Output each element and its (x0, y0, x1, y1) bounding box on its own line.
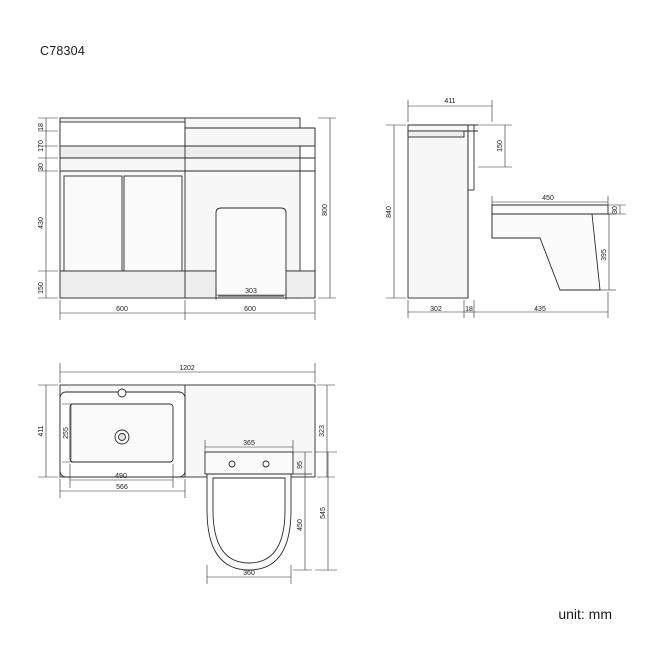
side-counter-band (407, 130, 465, 138)
unit-label: unit: mm (558, 606, 612, 622)
plan-tap-hole (117, 388, 127, 398)
front-dim-30: 30 (38, 163, 45, 171)
side-dim-150: 150 (497, 140, 504, 152)
plan-dim-360: 360 (243, 570, 255, 577)
page-title: C78304 (40, 44, 85, 58)
front-dimension-texts: 18 170 30 430 150 800 600 600 303 (38, 123, 329, 313)
plan-seat (212, 477, 286, 564)
side-dim-395: 395 (601, 249, 608, 261)
side-toilet-profile (491, 204, 609, 291)
front-dim-600-right: 600 (244, 306, 256, 313)
side-dim-840: 840 (386, 206, 393, 218)
plan-dim-365: 365 (243, 440, 255, 447)
plan-dim-411: 411 (38, 425, 45, 436)
plan-cistern (204, 451, 294, 475)
front-dim-170: 170 (38, 140, 45, 152)
front-dim-303: 303 (245, 288, 257, 295)
front-basin-inner (59, 121, 186, 147)
side-dim-302: 302 (430, 306, 442, 313)
plan-dim-490: 490 (115, 473, 127, 480)
front-door-left (63, 175, 123, 272)
plan-dim-545: 545 (320, 507, 327, 519)
plan-dim-566: 566 (116, 484, 128, 491)
side-dim-435: 435 (534, 306, 546, 313)
side-vanity-body (407, 124, 469, 299)
front-toilet-body (215, 207, 287, 299)
plan-fixing-right (262, 460, 270, 468)
side-elevation-view (407, 124, 609, 299)
plan-dimensions (38, 363, 337, 584)
front-counter-right (184, 127, 316, 147)
plan-dimension-texts: 1202 411 255 490 566 323 365 95 450 545 … (38, 365, 327, 577)
plan-dim-450: 450 (297, 519, 304, 531)
front-dim-430: 430 (38, 217, 45, 229)
plan-dim-323: 323 (319, 425, 326, 437)
plan-fixing-left (228, 460, 236, 468)
side-dimension-texts: 411 150 840 450 30 395 302 18 435 (386, 98, 619, 313)
plan-dim-1202: 1202 (179, 365, 195, 372)
front-counter-band (59, 145, 301, 159)
plan-view (59, 384, 316, 571)
front-dim-800: 800 (322, 204, 329, 216)
plan-dim-255: 255 (63, 427, 70, 439)
front-dim-150: 150 (38, 282, 45, 294)
side-dim-411: 411 (444, 98, 455, 105)
side-dim-450: 450 (542, 195, 554, 202)
side-dim-18: 18 (465, 306, 473, 313)
front-door-right (123, 175, 183, 272)
front-elevation-view (59, 117, 316, 299)
plan-waste-inner (118, 433, 126, 441)
plan-dim-95: 95 (297, 461, 304, 469)
side-dim-30: 30 (612, 206, 619, 214)
front-dimensions (38, 117, 336, 320)
front-dim-600-left: 600 (116, 306, 128, 313)
side-dimensions (386, 100, 626, 318)
front-dim-18: 18 (38, 123, 45, 131)
